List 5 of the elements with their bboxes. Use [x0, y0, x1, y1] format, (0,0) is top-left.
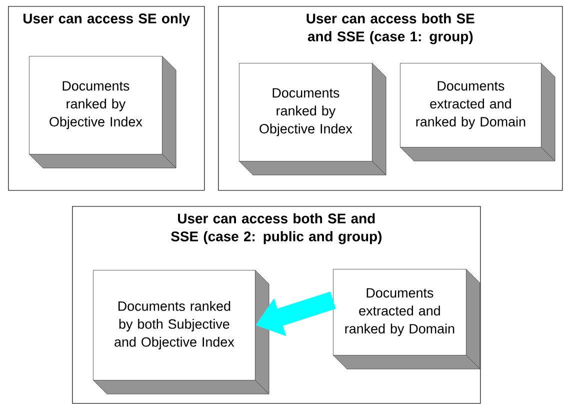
- document-box: Documents ranked by Objective Index: [28, 56, 176, 168]
- document-box: Documents ranked by Objective Index: [238, 62, 386, 176]
- document-box: Documents extracted and ranked by Domain: [332, 268, 480, 370]
- document-box: Documents ranked by both Subjective and Objective Index: [92, 270, 270, 394]
- document-box: Documents extracted and ranked by Domain: [400, 62, 556, 162]
